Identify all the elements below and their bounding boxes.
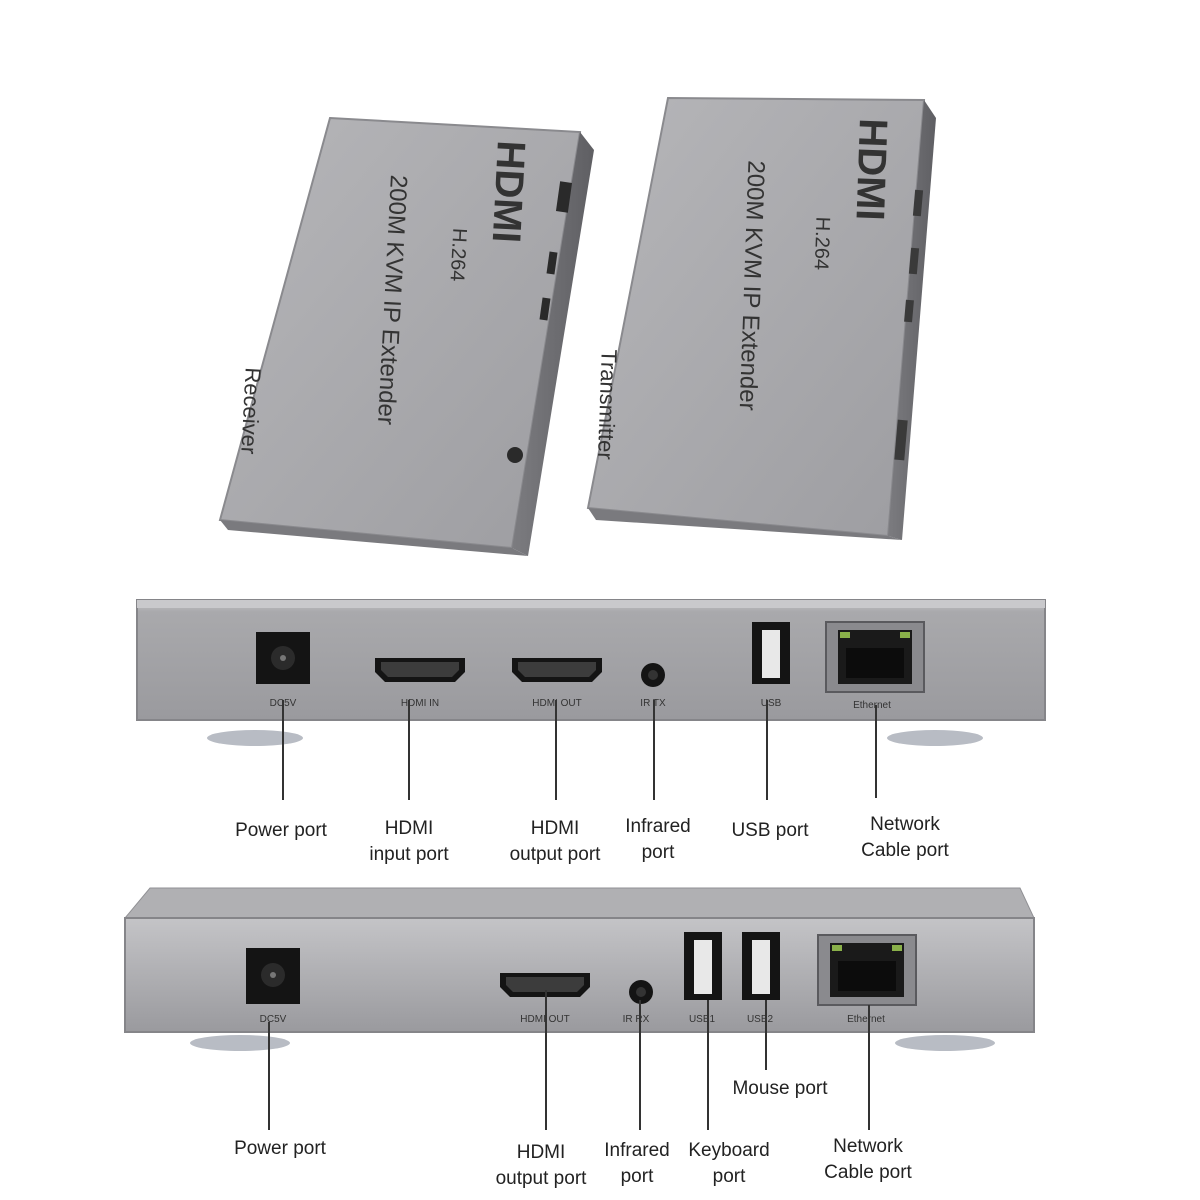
receiver-codec: H.264 (446, 228, 471, 282)
hdmi-in-port (375, 658, 465, 682)
hdmi-out-port (512, 658, 602, 682)
leader-power-1 (282, 700, 284, 800)
dc-power-jack-2 (246, 948, 300, 1004)
leader-mouse-2 (765, 1000, 767, 1070)
usb-port (752, 622, 790, 684)
leader-power-2 (268, 1022, 270, 1130)
leader-usb-1 (766, 700, 768, 800)
ethernet-port-2 (817, 934, 917, 1006)
leader-net-2 (868, 1005, 870, 1130)
leader-keyboard-2 (707, 1000, 709, 1130)
leader-net-1 (875, 705, 877, 798)
usb1-port (684, 932, 722, 1000)
port-label-hdmi-in: HDMI IN (401, 698, 439, 709)
port-label-ir-2: IR RX (623, 1014, 650, 1025)
port-label-ethernet-2: Ethernet (847, 1014, 885, 1025)
port-label-usb2: USB2 (747, 1014, 774, 1025)
product-photo-top: HDMI H.264 200M KVM IP Extender Receiver… (218, 96, 936, 556)
transmitter-unit (586, 96, 936, 540)
leader-hdmi-in-1 (408, 700, 410, 800)
callout-power-port-2: Power port (234, 1138, 326, 1159)
receiver-unit (218, 116, 594, 556)
leader-hdmi-out-1 (555, 700, 557, 800)
hdmi-out-port-2 (500, 973, 590, 997)
receiver-role: Receiver (236, 367, 266, 455)
rear-panel-transmitter: DC5V HDMI IN HDMI OUT IR TX USB Ethernet (136, 599, 1046, 746)
transmitter-role: Transmitter (593, 349, 622, 460)
port-label-ethernet: Ethernet (853, 700, 891, 711)
dc-power-jack (256, 632, 310, 684)
callout-mouse-port: Mouse port (732, 1078, 828, 1099)
leader-ir-2 (639, 1000, 641, 1130)
port-label-hdmi-out: HDMI OUT (532, 698, 581, 709)
leader-hdmi-out-2 (545, 990, 547, 1130)
receiver-hdmi-logo: HDMI (484, 140, 533, 244)
leader-ir-1 (653, 700, 655, 800)
port-label-dc-2: DC5V (260, 1014, 287, 1025)
callout-power-port: Power port (235, 820, 327, 841)
rear-panel-receiver: DC5V HDMI OUT IR RX USB1 USB2 Ethernet (123, 887, 1035, 1051)
transmitter-hdmi-logo: HDMI (847, 118, 895, 222)
usb2-port (742, 932, 780, 1000)
transmitter-codec: H.264 (810, 216, 834, 270)
callout-usb-port: USB port (731, 820, 809, 841)
port-label-usb: USB (761, 698, 782, 709)
ethernet-port (825, 621, 925, 693)
port-label-usb1: USB1 (689, 1014, 716, 1025)
